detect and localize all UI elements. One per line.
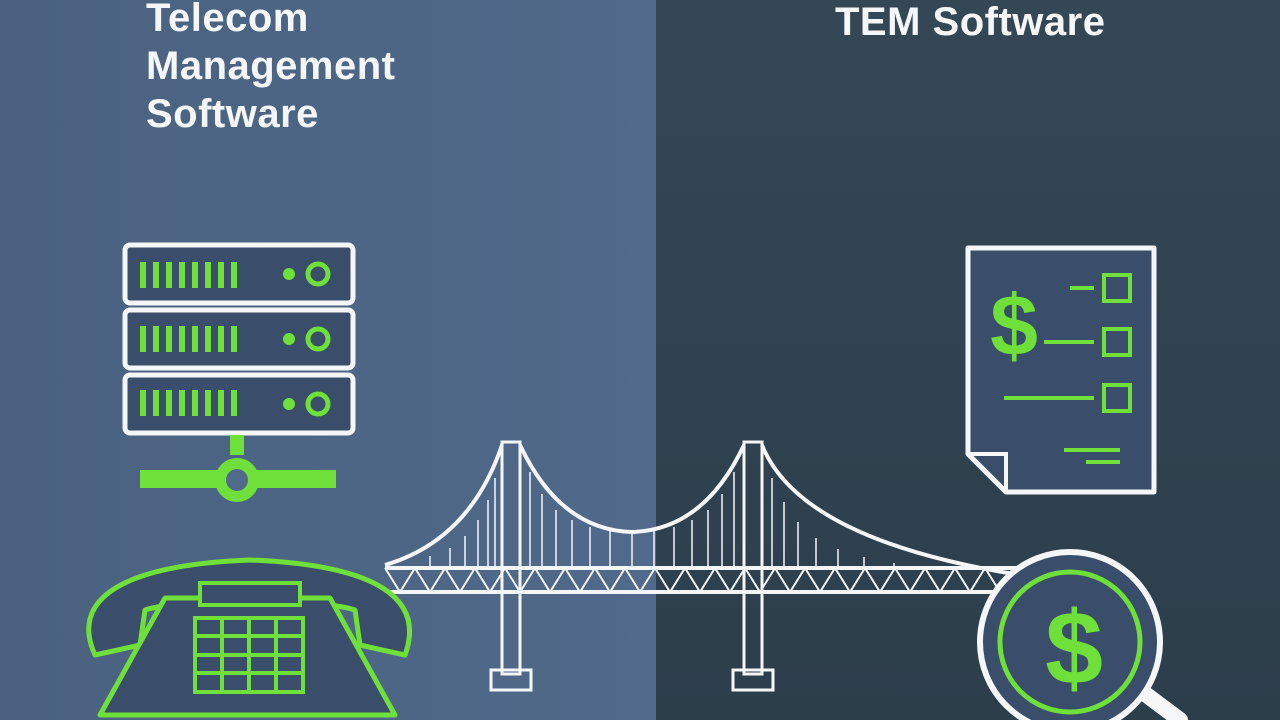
desk-phone-icon [86,557,412,718]
network-connector-icon [140,435,336,502]
left-panel-title: Telecom Management Software [146,0,506,138]
left-title-line-3: Software [146,92,319,136]
left-title-line-1: Telecom [146,0,309,40]
svg-text:$: $ [990,278,1038,374]
server-rack-icon [122,242,356,436]
right-panel-title: TEM Software [835,0,1106,44]
svg-text:$: $ [1045,591,1103,707]
invoice-document-icon: $ [965,245,1157,495]
suspension-bridge-icon [384,440,1021,692]
left-title-line-2: Management [146,44,396,88]
magnifier-dollar-icon: $ [977,549,1188,720]
